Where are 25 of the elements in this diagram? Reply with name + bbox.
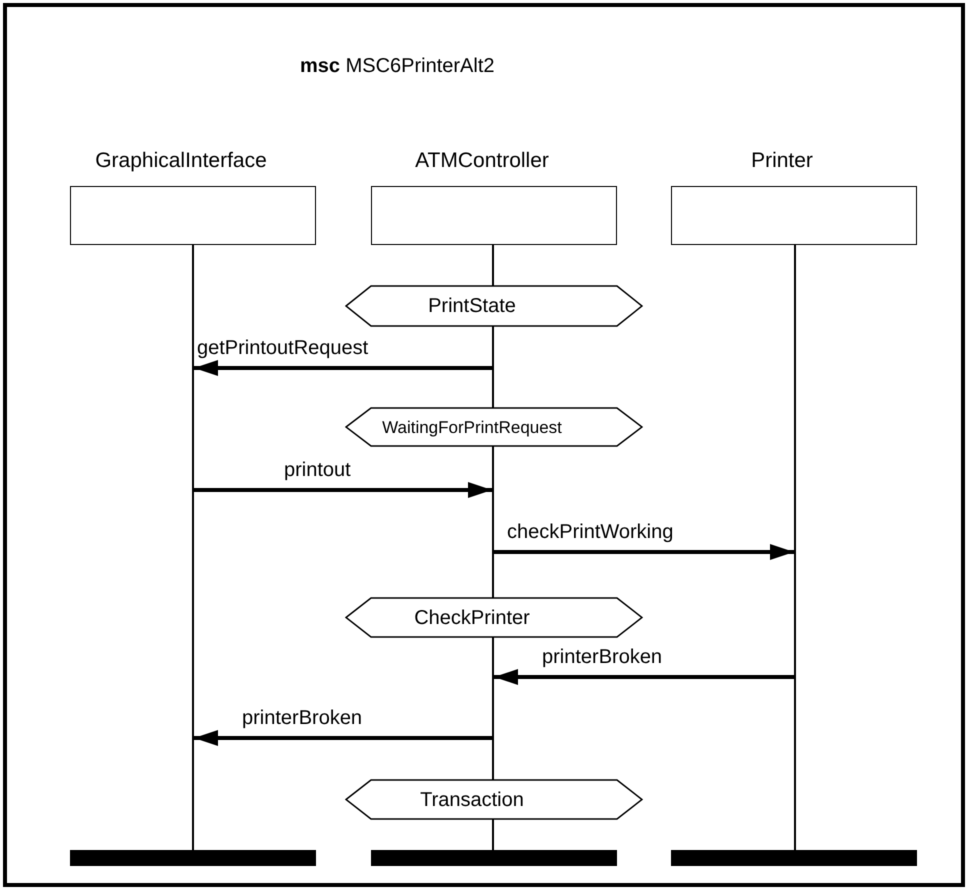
instance-name: Printer	[751, 150, 813, 171]
message-label: getPrintoutRequest	[195, 338, 370, 358]
end-bar	[371, 850, 617, 866]
condition-label: PrintState	[428, 296, 516, 316]
message-arrow	[194, 482, 492, 498]
condition-hexagon	[345, 407, 643, 447]
message-label: printout	[282, 460, 353, 480]
condition-label: CheckPrinter	[414, 608, 530, 628]
message-arrow	[494, 669, 794, 685]
end-bar	[70, 850, 316, 866]
instance-name: GraphicalInterface	[95, 150, 267, 171]
condition-hexagon	[345, 779, 643, 820]
message-arrow	[194, 360, 492, 376]
lifeline	[192, 245, 194, 850]
diagram-title: msc MSC6PrinterAlt2	[300, 56, 495, 76]
instance-name: ATMController	[415, 150, 549, 171]
condition-hexagon	[345, 285, 643, 327]
condition-label: WaitingForPrintRequest	[382, 418, 562, 436]
lifeline	[794, 245, 796, 850]
end-bar	[671, 850, 917, 866]
message-arrow	[194, 730, 492, 746]
condition-label: Transaction	[420, 790, 524, 810]
message-arrow	[494, 544, 794, 560]
message-label: checkPrintWorking	[505, 522, 676, 542]
condition-hexagon	[345, 597, 643, 638]
